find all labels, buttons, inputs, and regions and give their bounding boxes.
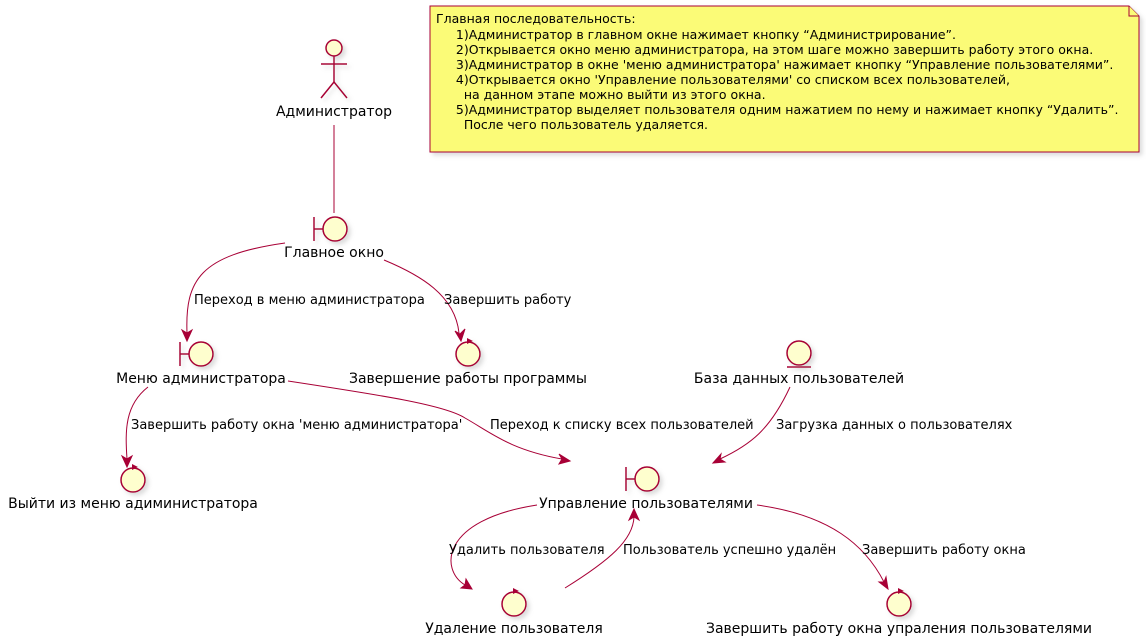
edge-close-admin-menu-arrow [120,454,134,469]
boundary-user-management: Управление пользователями [539,466,753,512]
edge-to-user-list-arrow [557,453,572,465]
boundary-admin-menu: Меню администратора [116,341,286,387]
edge-label-close-window: Завершить работу окна [862,543,1026,558]
note-line-1: 1)Администратор в главном окне нажимает … [436,27,956,42]
boundary-main-window: Главное окно [284,216,384,261]
boundary-label: Главное окно [284,245,384,261]
note-line-4: 4)Открывается окно 'Управление пользоват… [436,72,1010,87]
control-icon [886,588,912,617]
note-line-3: 3)Администратор в окне 'меню администрат… [436,57,1113,72]
edge-load-user-data-arrow [711,452,727,464]
control-icon [501,588,527,617]
control-label: Завершение работы программы [349,371,587,387]
entity-icon [786,340,812,368]
control-icon [455,338,481,367]
note-box [429,5,1140,153]
control-label: Завершить работу окна упраления пользова… [706,621,1092,637]
boundary-icon [313,216,348,242]
entity-users-db: База данных пользователей [694,340,904,387]
actor-label: Администратор [276,104,392,120]
edge-label-user-deleted: Пользователь успешно удалён [623,543,836,558]
control-close-user-mgmt: Завершить работу окна упраления пользова… [706,588,1092,637]
edge-label-finish-work: Завершить работу [444,293,572,308]
edge-label-close-admin-menu: Завершить работу окна 'меню администрато… [131,418,462,433]
edges [120,125,889,591]
control-exit-admin-menu: Выйти из меню адиминистратора [8,464,258,512]
control-delete-user: Удаление пользователя [425,588,603,637]
actor-administrator: Администратор [276,39,392,120]
edge-label-to-admin-menu: Переход в меню администратора [194,293,425,308]
edge-close-window [756,504,885,583]
control-icon [120,464,146,493]
edge-user-deleted [564,516,635,589]
edge-to-admin-menu-arrow [180,328,194,343]
note-line-6: 5)Администратор выделяет пользователя од… [436,102,1118,117]
edge-finish-work [383,259,460,334]
edge-delete-user [450,504,538,586]
edge-label-load-user-data: Загрузка данных о пользователях [776,418,1013,433]
edge-close-admin-menu [125,386,149,460]
note-line-7: После чего пользователь удаляется. [436,117,708,132]
note-line-2: 2)Открывается окно меню администратора, … [436,42,1093,57]
edge-to-admin-menu [186,242,286,334]
boundary-icon [625,466,660,492]
note-line-5: на данном этапе можно выйти из этого окн… [436,87,766,102]
edge-user-deleted-arrow [627,507,641,522]
note-fold [1128,6,1139,17]
boundary-label: Меню администратора [116,371,286,387]
edge-load-user-data [719,386,791,460]
control-label: Выйти из меню адиминистратора [8,496,258,512]
edge-to-user-list [287,380,563,460]
edge-delete-user-arrow [459,577,473,590]
edge-labels: Переход в меню администратора Завершить … [131,293,1026,558]
edge-label-to-user-list: Переход к списку всех пользователей [490,418,754,433]
boundary-label: Управление пользователями [539,496,753,512]
boundary-icon [179,341,214,367]
entity-label: База данных пользователей [694,371,904,387]
actor-icon [320,39,348,99]
control-label: Удаление пользователя [425,621,603,637]
edge-label-delete-user: Удалить пользователя [449,543,605,558]
note: Главная последовательность: 1)Администра… [429,5,1140,153]
control-shutdown: Завершение работы программы [349,338,587,387]
edge-close-window-arrow [877,575,889,591]
edge-finish-work-arrow [454,328,466,343]
note-line-0: Главная последовательность: [436,11,636,26]
